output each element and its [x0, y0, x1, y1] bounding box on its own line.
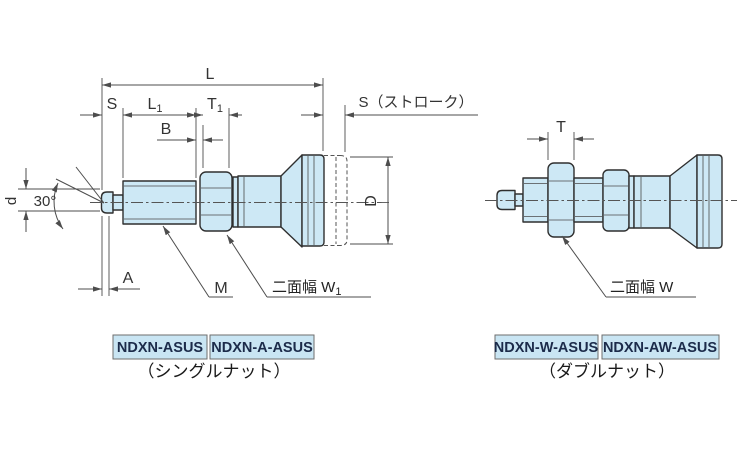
- svg-text:NDXN-AW-ASUS: NDXN-AW-ASUS: [603, 340, 717, 356]
- knob-flare: [669, 154, 698, 249]
- dim-label-B: B: [161, 121, 172, 138]
- svg-text:NDXN-A-ASUS: NDXN-A-ASUS: [211, 340, 313, 356]
- thread-leader: [162, 225, 233, 298]
- dimension-lines: [23, 82, 478, 292]
- collar-ring: [232, 176, 239, 228]
- lock-nut: [547, 162, 575, 238]
- dim-label-T1: T1: [207, 96, 223, 115]
- model-code-ndxn-aw-asus[interactable]: NDXN-AW-ASUS: [601, 334, 720, 360]
- dim-label-T: T: [556, 119, 566, 136]
- svg-text:NDXN-W-ASUS: NDXN-W-ASUS: [494, 340, 599, 356]
- model-code-ndxn-w-asus[interactable]: NDXN-W-ASUS: [494, 334, 599, 360]
- collar-ring: [628, 175, 635, 229]
- double-nut-figure: T 二面幅 W NDXN-W-ASUS NDXN-AW-ASUS （ダブルナット…: [485, 119, 737, 381]
- knob-stroke-phantom: [324, 155, 348, 246]
- pin-tip: [496, 189, 516, 211]
- dim-label-S: S: [107, 96, 118, 113]
- model-code-ndxn-a-asus[interactable]: NDXN-A-ASUS: [209, 334, 315, 360]
- extension-lines: [547, 132, 575, 160]
- dim-label-M: M: [214, 280, 227, 297]
- knob-grip: [696, 154, 723, 249]
- knob-grip-lines: [702, 156, 710, 247]
- knob-flare: [280, 154, 303, 248]
- dim-label-stroke-note: S（ストローク）: [358, 94, 473, 111]
- dim-label-across-flats-W: 二面幅 W: [610, 279, 674, 296]
- pin-neck: [514, 193, 524, 207]
- dim-label-A: A: [123, 270, 134, 287]
- across-flats-leader: [561, 235, 696, 298]
- thread-lines-rear: [575, 183, 602, 217]
- threaded-rod-rear: [573, 177, 604, 223]
- lock-nut-facet-lines: [549, 180, 573, 221]
- sleeve: [237, 175, 282, 228]
- threaded-rod-front: [522, 177, 549, 223]
- dim-label-L1: L1: [147, 96, 162, 115]
- single-nut-figure: L S L1 T1 B S（ストローク） d 30° A M 二面幅 W1 D …: [3, 66, 478, 381]
- dim-label-D: D: [363, 195, 380, 207]
- knob-grip-lines: [307, 156, 315, 245]
- sleeve: [633, 175, 671, 229]
- caption-single-nut: （シングルナット）: [138, 362, 291, 381]
- chamfer-angle-callout: [51, 166, 105, 230]
- thread-lines-front: [524, 183, 547, 217]
- caption-double-nut: （ダブルナット）: [539, 361, 675, 381]
- dim-label-30deg: 30°: [34, 193, 57, 210]
- thread-lines: [124, 185, 195, 220]
- across-flats-leader: [226, 234, 371, 298]
- hex-nut: [199, 171, 233, 232]
- svg-text:NDXN-ASUS: NDXN-ASUS: [117, 340, 204, 356]
- hex-nut-facet-lines: [201, 187, 231, 216]
- dim-label-across-flats-W1: 二面幅 W1: [272, 279, 341, 298]
- model-code-ndxn-asus[interactable]: NDXN-ASUS: [112, 334, 208, 360]
- dim-label-d: d: [3, 197, 20, 205]
- knob-grip: [301, 154, 325, 247]
- dim-label-L: L: [206, 66, 215, 83]
- hex-nut-facet-lines: [604, 185, 628, 216]
